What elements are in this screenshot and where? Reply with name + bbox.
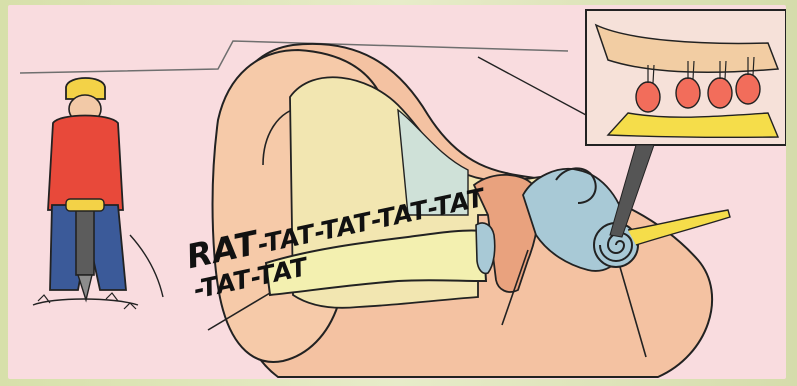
inset-leader <box>478 57 586 115</box>
sound-word-tat-2: -TAT <box>311 207 374 247</box>
air-hose <box>130 235 163 297</box>
shirt <box>48 116 123 211</box>
jackhammer-worker <box>33 78 163 309</box>
sound-word-tat-1: -TAT <box>255 219 318 259</box>
sound-word-tat-4: -TAT <box>425 183 488 223</box>
jackhammer-handle <box>66 199 104 211</box>
nerve-fibers <box>608 113 778 137</box>
illustration-panel: RAT-TAT-TAT-TAT-TAT-TAT-TAT <box>8 5 786 379</box>
jackhammer <box>76 203 94 275</box>
sound-word-tat-3: -TAT <box>368 195 431 235</box>
jackhammer-bit <box>78 275 92 300</box>
